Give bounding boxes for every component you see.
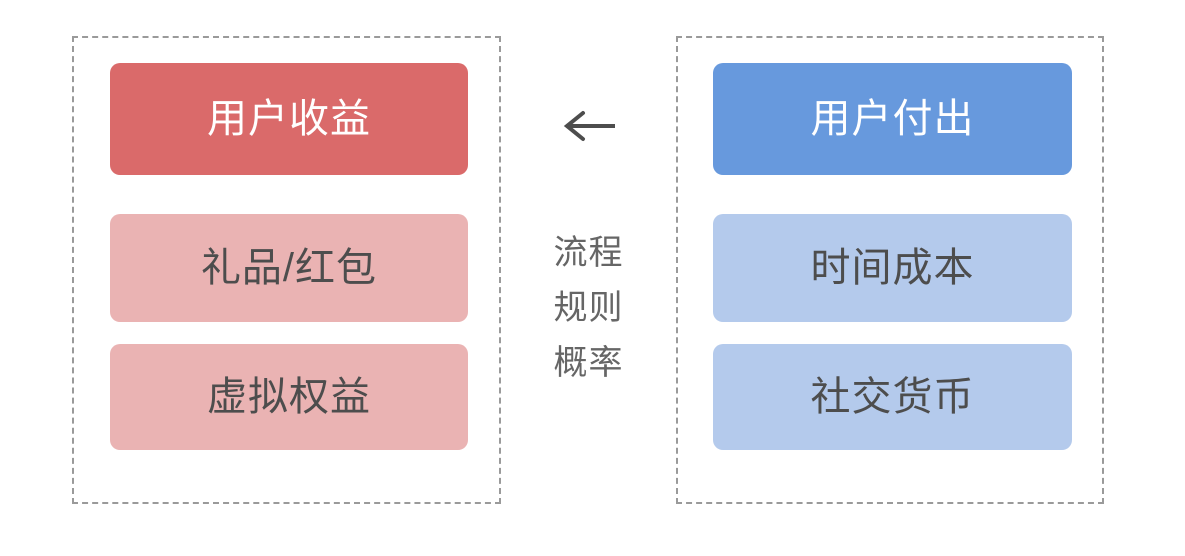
node-social-currency-label: 社交货币 bbox=[810, 375, 975, 419]
node-user-benefit[interactable]: 用户收益 bbox=[110, 63, 468, 175]
connector-label-process: 流程 bbox=[553, 234, 624, 272]
node-user-cost-label: 用户付出 bbox=[810, 97, 975, 141]
connector-label-stack: 流程 规则 概率 bbox=[503, 226, 674, 391]
connector-label-probability: 概率 bbox=[553, 344, 624, 382]
node-virtual-rights-label: 虚拟权益 bbox=[207, 375, 371, 419]
group-frame-user-benefit bbox=[72, 36, 501, 504]
arrow-left-icon bbox=[503, 102, 674, 150]
node-user-cost[interactable]: 用户付出 bbox=[713, 63, 1072, 175]
node-time-cost[interactable]: 时间成本 bbox=[713, 214, 1072, 322]
connector-label-rules: 规则 bbox=[553, 289, 624, 327]
node-gift-redpacket[interactable]: 礼品/红包 bbox=[110, 214, 468, 322]
connector-column: 流程 规则 概率 bbox=[503, 36, 674, 504]
node-user-benefit-label: 用户收益 bbox=[207, 97, 371, 141]
node-time-cost-label: 时间成本 bbox=[810, 246, 975, 290]
node-gift-redpacket-label: 礼品/红包 bbox=[200, 246, 378, 290]
group-frame-user-cost bbox=[676, 36, 1104, 504]
node-social-currency[interactable]: 社交货币 bbox=[713, 344, 1072, 450]
node-virtual-rights[interactable]: 虚拟权益 bbox=[110, 344, 468, 450]
